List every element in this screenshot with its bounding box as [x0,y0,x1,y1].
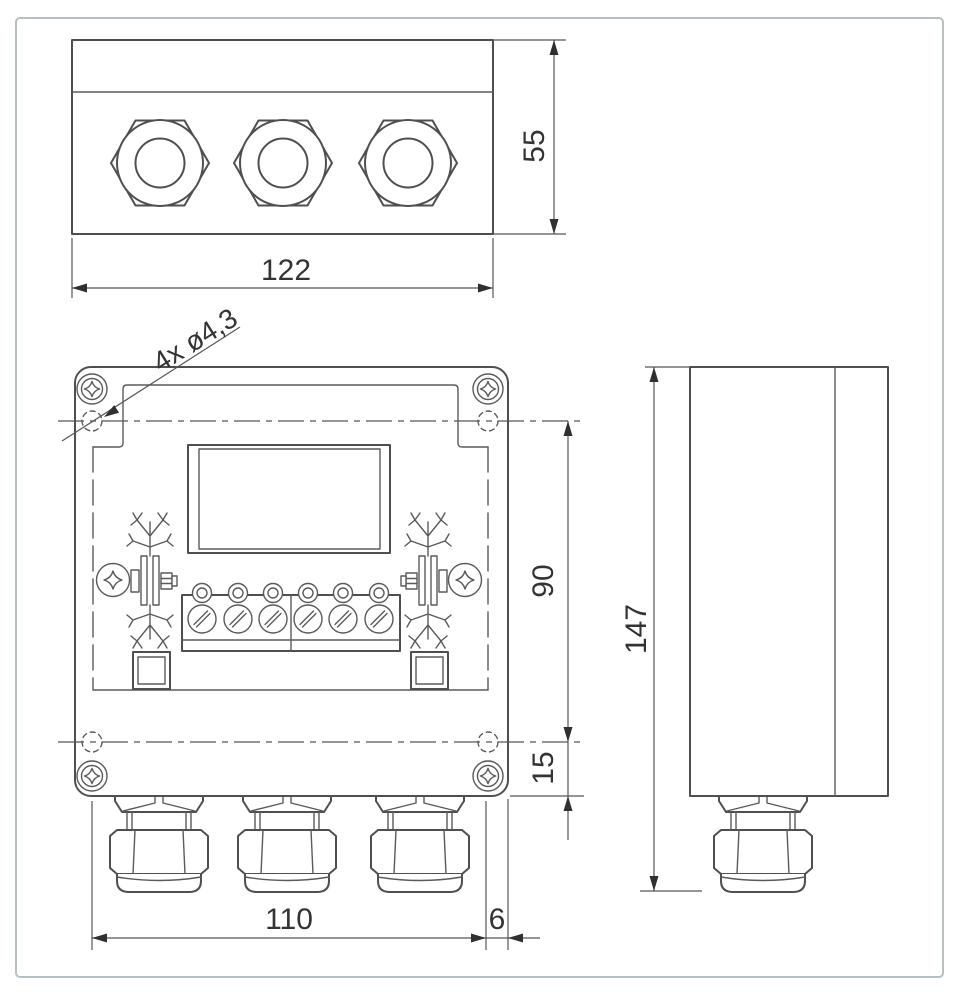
square-pad-left [132,651,171,690]
lid-screw [472,373,504,405]
dim-text-90: 90 [527,564,560,597]
square-pad-right [410,651,449,690]
dimension-edge-6: 6 [486,799,540,950]
terminal-screw [328,604,358,634]
arrowhead [471,933,486,943]
terminal-screw [187,604,217,634]
page-frame [15,17,944,978]
arrowhead [508,933,523,943]
dimension-width-122: 122 [71,238,494,298]
arrowhead [649,367,659,382]
hex-gland-nut [233,119,333,207]
dimension-depth-55: 55 [493,39,566,235]
terminal-block [181,582,401,652]
wire-port [262,582,284,604]
arrowhead [72,283,87,293]
display-window [187,444,391,554]
arrowhead [101,405,120,421]
wire-port [297,582,319,604]
wire-port [191,582,213,604]
dim-text-width: 122 [261,254,311,287]
heatsink-screw [447,562,483,598]
dimension-hole-pitch-110: 110 [91,801,487,950]
dim-text-147: 147 [620,604,653,654]
arrowhead [549,219,559,234]
dimension-bottom-15: 15 [510,742,584,840]
arrowhead [549,40,559,55]
terminal-screw [293,604,323,634]
terminal-screw [364,604,394,634]
mounting-hole [81,410,103,432]
wire-port [227,582,249,604]
arrowhead [649,876,659,891]
lid-screw [76,760,108,792]
arrowhead [563,727,573,742]
arrowhead [92,933,107,943]
inner-panel-top-contour [92,384,489,448]
front-view: 4x ø4,3 90 15 110 6 [58,302,584,950]
side-body [689,366,889,797]
top-view: 122 55 [71,39,566,298]
side-view: 147 [620,366,889,893]
inner-panel-side-edges [92,446,489,691]
lid-screw [472,760,504,792]
hex-gland-nut [110,119,210,207]
cable-gland [109,795,209,893]
heatsink-right [400,512,452,649]
mounting-hole [477,410,499,432]
terminal-screw [223,604,253,634]
dim-text-15: 15 [527,751,560,784]
dim-text-6: 6 [489,903,506,936]
front-body [74,366,509,797]
top-view-body [71,39,494,235]
lid-screw [76,373,108,405]
arrowhead [478,283,493,293]
hole-callout: 4x ø4,3 [61,302,243,442]
mounting-hole [477,731,499,753]
hex-gland-nut [358,119,458,207]
dimension-height-147: 147 [620,366,702,892]
wire-port [368,582,390,604]
cable-gland [713,795,813,893]
terminal-screw [258,604,288,634]
dim-text-depth: 55 [518,129,551,162]
dim-text-110: 110 [265,903,313,936]
cable-gland [370,795,470,893]
heatsink-screw [95,562,131,598]
cable-gland [237,795,337,893]
dimension-hole-pitch-90: 90 [527,421,573,742]
arrowhead [563,421,573,436]
heatsink-left [126,512,178,649]
arrowhead [563,796,573,811]
mounting-hole [81,731,103,753]
wire-port [332,582,354,604]
